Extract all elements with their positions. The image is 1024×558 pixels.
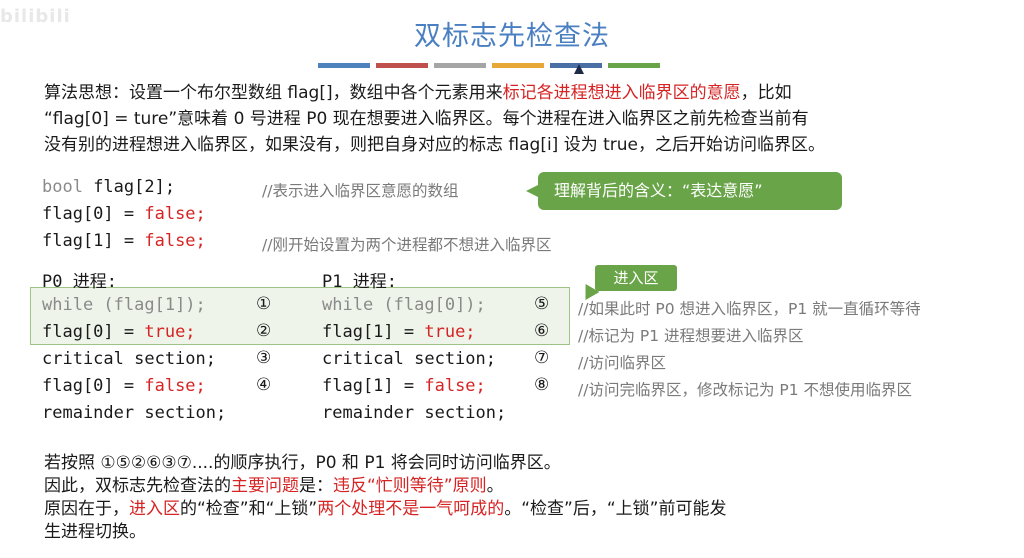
decl-line-1: bool flag[2];	[42, 177, 176, 197]
step-mark-4: ④	[256, 375, 272, 395]
entry-section-label: 进入区	[595, 265, 677, 291]
p1-comment-3: //访问临界区	[578, 354, 666, 372]
progress-segment-4[interactable]	[492, 63, 544, 68]
p1-line-3: critical section;	[322, 349, 496, 369]
step-mark-5: ⑤	[534, 294, 550, 314]
conclusion-text: 若按照 ①⑤②⑥③⑦....的顺序执行，P0 和 P1 将会同时访问临界区。 因…	[44, 452, 994, 544]
step-mark-6: ⑥	[534, 321, 550, 341]
p0-line-5: remainder section;	[42, 403, 227, 423]
intro-highlight: 标记各进程想进入临界区的意愿	[502, 83, 741, 103]
intro-line-3: 没有别的进程想进入临界区，如果没有，则把自身对应的标志 flag[i] 设为 t…	[44, 135, 826, 155]
slide-progress-bars	[318, 63, 660, 68]
decl-line-2: flag[0] = false;	[42, 204, 206, 224]
p1-line-1: while (flag[0]);	[322, 295, 486, 315]
p1-line-2: flag[1] = true;	[322, 322, 476, 342]
p1-comment-4: //访问完临界区，修改标记为 P1 不想使用临界区	[578, 381, 913, 399]
progress-segment-3[interactable]	[434, 63, 486, 68]
decl-comment-1: //表示进入临界区意愿的数组	[262, 182, 459, 200]
step-mark-2: ②	[256, 321, 272, 341]
conclusion-line-2: 因此，双标志先检查法的主要问题是：违反“忙则等待”原则。	[44, 476, 504, 496]
step-mark-7: ⑦	[534, 348, 550, 368]
slide-title: 双标志先检查法	[414, 21, 610, 52]
entry-section-highlight	[30, 287, 570, 345]
step-mark-1: ①	[256, 294, 272, 314]
progress-segment-6[interactable]	[608, 63, 660, 68]
algorithm-description: 算法思想：设置一个布尔型数组 flag[]，数组中各个元素用来标记各进程想进入临…	[44, 80, 994, 158]
conclusion-line-1: 若按照 ①⑤②⑥③⑦....的顺序执行，P0 和 P1 将会同时访问临界区。	[44, 453, 561, 473]
progress-segment-2[interactable]	[376, 63, 428, 68]
intro-line-2: “flag[0] = ture”意味着 0 号进程 P0 现在想要进入临界区。每…	[44, 109, 809, 129]
p1-comment-1: //如果此时 P0 想进入临界区，P1 就一直循环等待	[578, 300, 921, 318]
conclusion-line-4: 生进程切换。	[44, 522, 146, 542]
meaning-callout: 理解背后的含义：“表达意愿”	[526, 172, 842, 210]
bilibili-watermark: bilibili	[0, 6, 71, 27]
decl-comment-3: //刚开始设置为两个进程都不想进入临界区	[262, 236, 552, 254]
mouse-cursor-icon	[574, 64, 584, 74]
decl-line-3: flag[1] = false;	[42, 231, 206, 251]
p0-line-1: while (flag[1]);	[42, 295, 206, 315]
p1-line-4: flag[1] = false;	[322, 376, 486, 396]
progress-segment-1[interactable]	[318, 63, 370, 68]
p0-line-3: critical section;	[42, 349, 216, 369]
p1-line-5: remainder section;	[322, 403, 507, 423]
p0-line-2: flag[0] = true;	[42, 322, 196, 342]
conclusion-line-3: 原因在于，进入区的“检查”和“上锁”两个处理不是一气呵成的。“检查”后，“上锁”…	[44, 499, 727, 519]
step-mark-8: ⑧	[534, 375, 550, 395]
p0-header: P0 进程:	[42, 272, 117, 292]
intro-line-1: 算法思想：设置一个布尔型数组 flag[]，数组中各个元素用来标记各进程想进入临…	[44, 83, 792, 103]
p1-comment-2: //标记为 P1 进程想要进入临界区	[578, 327, 804, 345]
step-mark-3: ③	[256, 348, 272, 368]
p0-line-4: flag[0] = false;	[42, 376, 206, 396]
p1-header: P1 进程:	[322, 272, 397, 292]
